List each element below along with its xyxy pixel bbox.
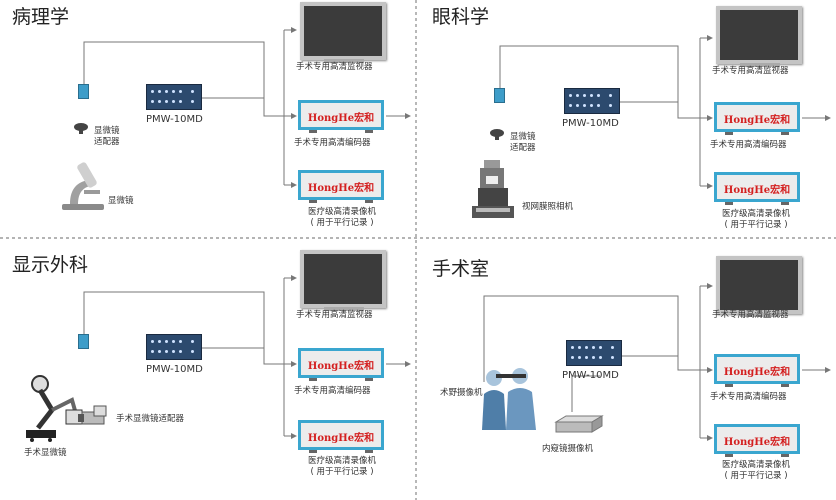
recorder-label: 医疗级高清录像机 bbox=[721, 209, 790, 219]
pmw-model: PMW-10MD bbox=[562, 118, 619, 129]
source-label: 手术显微镜 bbox=[24, 448, 67, 458]
adapter-label: 显微镜 适配器 bbox=[510, 132, 536, 153]
recorder-label: 医疗级高清录像机 bbox=[307, 456, 376, 466]
encoder-device: HongHe宏和 bbox=[298, 348, 384, 381]
pmw-model: PMW-10MD bbox=[562, 370, 619, 381]
operating-room-title: 手术室 bbox=[432, 258, 490, 280]
pmw-model: PMW-10MD bbox=[146, 364, 203, 375]
adapter-label: 手术显微镜适配器 bbox=[116, 414, 185, 424]
monitor bbox=[716, 6, 802, 67]
pathology-title: 病理学 bbox=[12, 6, 70, 28]
monitor-label: 手术专用高清监视器 bbox=[712, 66, 789, 76]
recorder-device: HongHe宏和 bbox=[298, 170, 384, 203]
camera-head-icon bbox=[494, 88, 505, 103]
encoder-label: 手术专用高清编码器 bbox=[294, 138, 371, 148]
recorder-note: ( 用于平行记录 ) bbox=[310, 467, 374, 477]
adapter-icon bbox=[74, 123, 88, 134]
encoder-device: HongHe宏和 bbox=[714, 354, 800, 387]
monitor bbox=[716, 256, 802, 317]
brand-label: HongHe宏和 bbox=[723, 185, 791, 196]
pmw-device bbox=[146, 84, 202, 110]
surgical-microscope-icon bbox=[26, 375, 83, 442]
encoder-label: 手术专用高清编码器 bbox=[294, 386, 371, 396]
encoder-device: HongHe宏和 bbox=[714, 102, 800, 135]
monitor-label: 手术专用高清监视器 bbox=[296, 310, 373, 320]
monitor bbox=[300, 2, 386, 63]
field-camera-label: 术野摄像机 bbox=[440, 388, 483, 398]
endoscope-label: 内窥镜摄像机 bbox=[542, 444, 594, 454]
surgeon-team-icon bbox=[482, 368, 536, 430]
recorder-device: HongHe宏和 bbox=[714, 424, 800, 457]
source-label: 显微镜 bbox=[108, 196, 134, 206]
encoder-device: HongHe宏和 bbox=[298, 100, 384, 133]
brand-label: HongHe宏和 bbox=[723, 437, 791, 448]
recorder-note: ( 用于平行记录 ) bbox=[724, 471, 788, 481]
pmw-device bbox=[146, 334, 202, 360]
camera-head-icon bbox=[78, 84, 89, 99]
monitor-label: 手术专用高清监视器 bbox=[296, 62, 373, 72]
brand-label: HongHe宏和 bbox=[307, 113, 375, 124]
encoder-label: 手术专用高清编码器 bbox=[710, 140, 787, 150]
pmw-device bbox=[564, 88, 620, 114]
recorder-note: ( 用于平行记录 ) bbox=[310, 218, 374, 228]
pmw-model: PMW-10MD bbox=[146, 114, 203, 125]
recorder-note: ( 用于平行记录 ) bbox=[724, 220, 788, 230]
retinal-camera-icon bbox=[472, 160, 514, 218]
recorder-label: 医疗级高清录像机 bbox=[721, 460, 790, 470]
recorder-device: HongHe宏和 bbox=[298, 420, 384, 453]
adapter-icon bbox=[490, 129, 504, 140]
brand-label: HongHe宏和 bbox=[307, 183, 375, 194]
microscope-adapter-icon bbox=[78, 405, 107, 425]
encoder-label: 手术专用高清编码器 bbox=[710, 392, 787, 402]
endoscope-camera-icon bbox=[554, 415, 604, 433]
monitor-label: 手术专用高清监视器 bbox=[712, 310, 789, 320]
monitor bbox=[300, 250, 386, 311]
ophthalmology-title: 眼科学 bbox=[432, 6, 490, 28]
brand-label: HongHe宏和 bbox=[307, 433, 375, 444]
recorder-label: 医疗级高清录像机 bbox=[307, 207, 376, 217]
camera-head-icon bbox=[78, 334, 89, 349]
adapter-label: 显微镜 适配器 bbox=[94, 126, 120, 147]
brand-label: HongHe宏和 bbox=[723, 367, 791, 378]
microsurgery-title: 显示外科 bbox=[12, 254, 89, 276]
recorder-device: HongHe宏和 bbox=[714, 172, 800, 205]
microscope-icon bbox=[62, 162, 104, 210]
pmw-device bbox=[566, 340, 622, 366]
brand-label: HongHe宏和 bbox=[723, 115, 791, 126]
brand-label: HongHe宏和 bbox=[307, 361, 375, 372]
source-label: 视网膜照相机 bbox=[522, 202, 574, 212]
